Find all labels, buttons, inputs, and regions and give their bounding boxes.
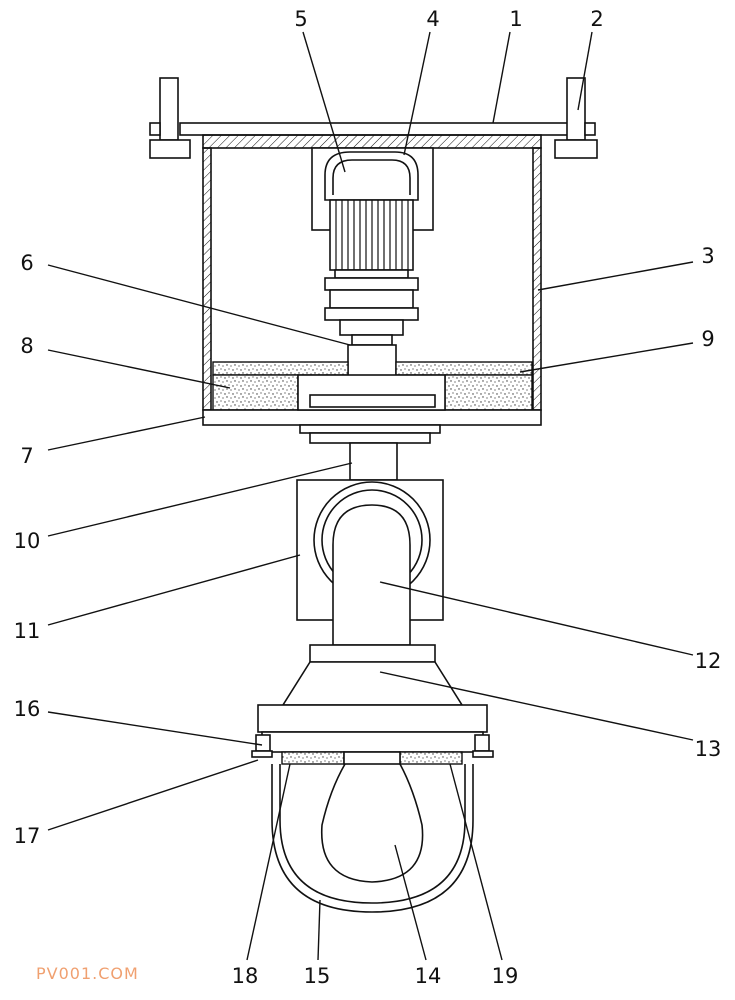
light-bulb xyxy=(320,763,424,883)
mounting-plate xyxy=(179,122,586,136)
label-16: 16 xyxy=(14,697,41,721)
label-17: 17 xyxy=(14,824,41,848)
motor xyxy=(324,151,419,336)
bolt-right xyxy=(554,77,598,159)
label-15: 15 xyxy=(304,964,331,988)
label-7: 7 xyxy=(20,444,33,468)
label-14: 14 xyxy=(415,964,442,988)
connecting-pipe xyxy=(332,504,411,646)
label-19: 19 xyxy=(492,964,519,988)
label-5: 5 xyxy=(294,7,307,31)
label-2: 2 xyxy=(590,7,603,31)
label-18: 18 xyxy=(232,964,259,988)
damping-layer xyxy=(212,361,533,411)
label-12: 12 xyxy=(695,649,722,673)
housing xyxy=(202,134,542,411)
fastener-ring xyxy=(251,731,494,758)
label-8: 8 xyxy=(20,334,33,358)
watermark: PV001.COM xyxy=(36,964,139,983)
label-3: 3 xyxy=(701,244,714,268)
leader-lines xyxy=(47,31,694,961)
label-4: 4 xyxy=(426,7,439,31)
label-9: 9 xyxy=(701,327,714,351)
sealing-gasket xyxy=(281,751,463,765)
bolt-left xyxy=(149,77,191,159)
label-13: 13 xyxy=(695,737,722,761)
label-1: 1 xyxy=(509,7,522,31)
bearing-flange xyxy=(297,374,446,444)
bottom-plate xyxy=(202,409,542,426)
label-10: 10 xyxy=(14,529,41,553)
lamp-cover xyxy=(257,644,488,733)
label-11: 11 xyxy=(14,619,41,643)
label-6: 6 xyxy=(20,251,33,275)
output-shaft xyxy=(349,442,398,481)
glass-shade xyxy=(271,764,474,913)
